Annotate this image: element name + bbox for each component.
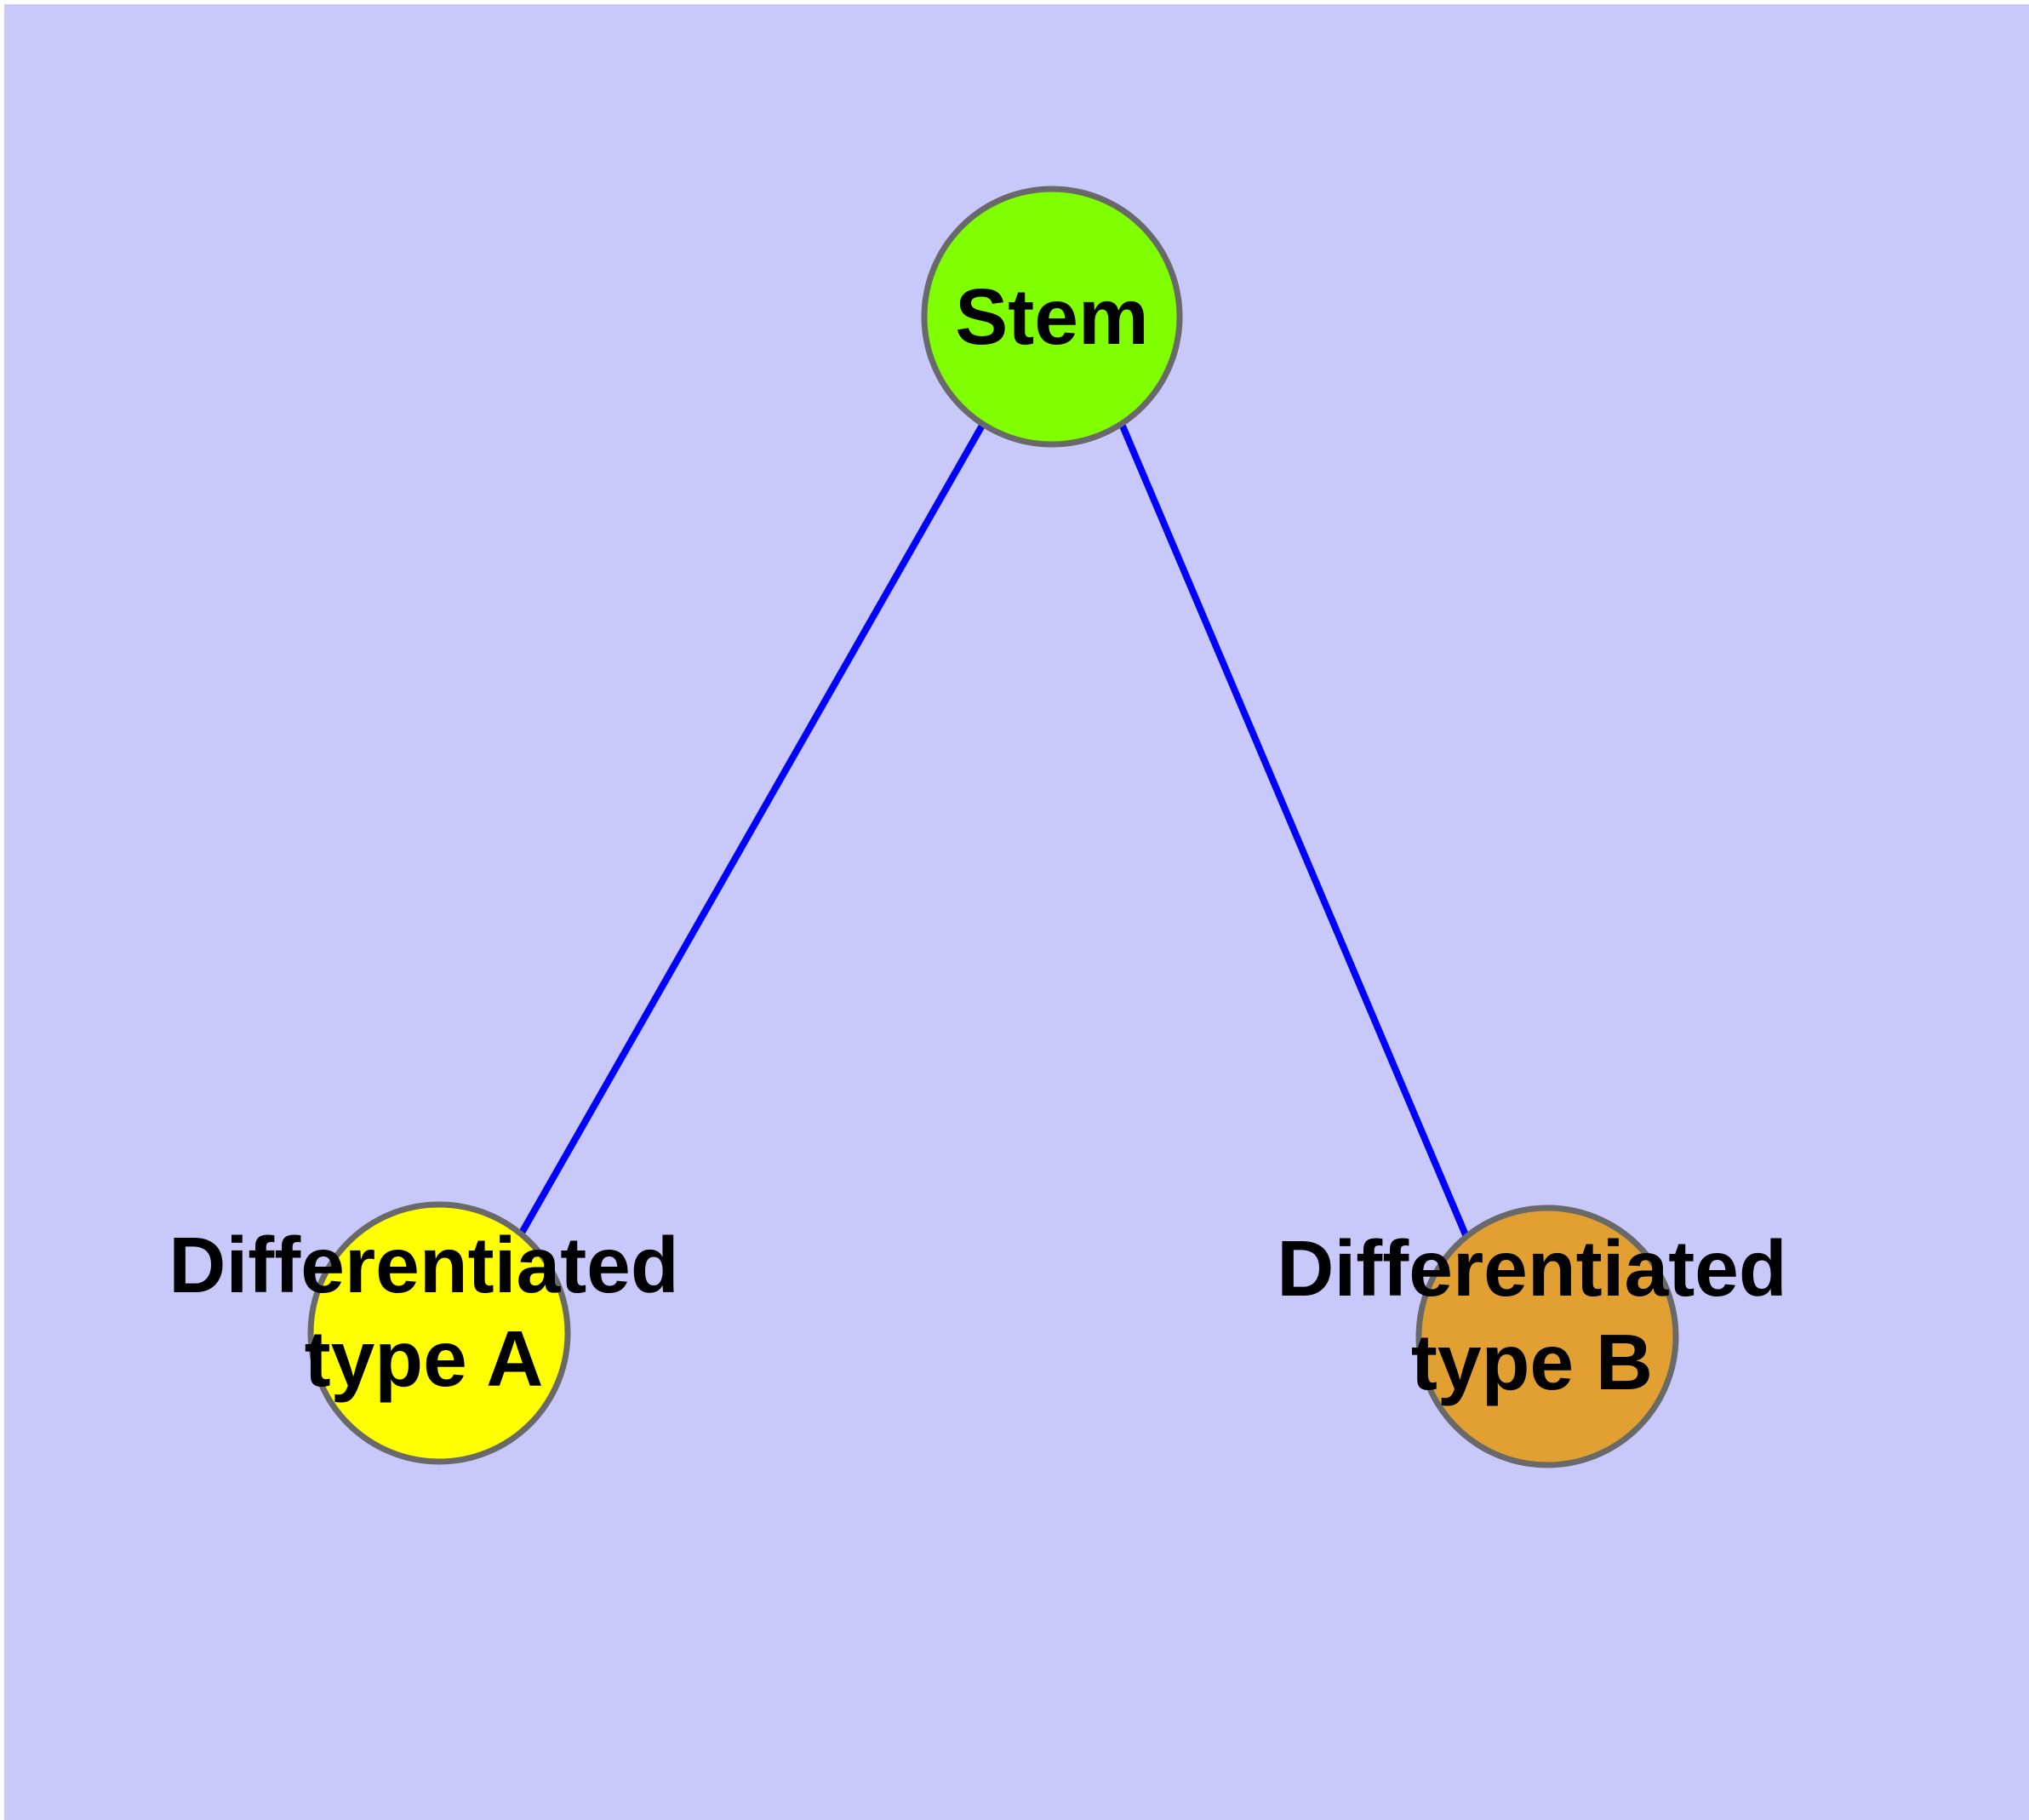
node-stem-label-line-1: Stem [955, 272, 1148, 361]
node-layer: Stem [307, 186, 1679, 1468]
node-differentiated-type-a-circle[interactable] [307, 1201, 571, 1465]
node-stem[interactable]: Stem [921, 186, 1183, 448]
node-differentiated-type-b-label-line-1: Differentiated [1277, 1224, 1786, 1313]
node-differentiated-type-a[interactable] [307, 1201, 571, 1465]
node-differentiated-type-b[interactable] [1415, 1205, 1679, 1468]
node-stem-circle[interactable] [921, 186, 1183, 448]
edge-stem-to-differentiated-type-a[interactable] [517, 422, 986, 1236]
edge-stem-to-differentiated-type-b[interactable] [1118, 422, 1470, 1239]
node-differentiated-type-b-label-line-2: type B [1411, 1318, 1653, 1406]
node-differentiated-type-a-label-line-1: Differentiated [169, 1221, 678, 1309]
node-differentiated-type-b-circle[interactable] [1415, 1205, 1679, 1468]
node-differentiated-type-a-label-line-2: type A [305, 1314, 544, 1403]
node-label-layer: Differentiated type A Differentiated typ… [169, 1221, 1786, 1406]
edge-layer [517, 422, 1470, 1239]
